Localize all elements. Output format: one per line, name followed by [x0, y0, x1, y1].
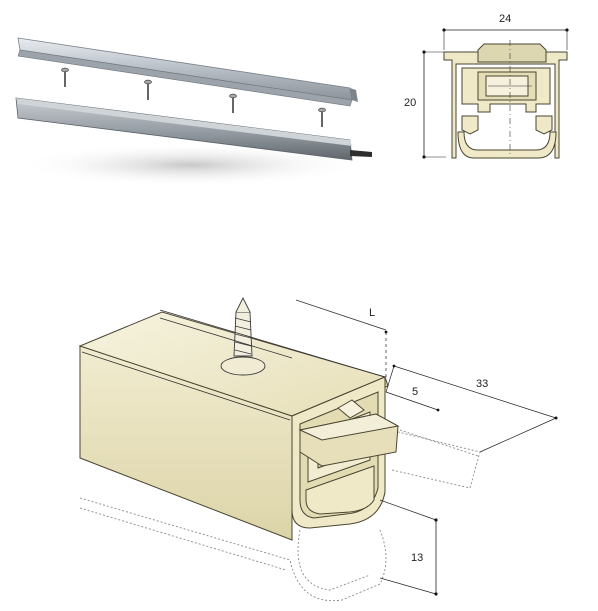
extension-dimension-line: [393, 365, 558, 420]
length-dimension-label: L: [369, 307, 375, 319]
offset-dimension-label: 5: [412, 386, 418, 398]
extension-dimension-label: 33: [476, 378, 488, 390]
slider-tab: [298, 399, 400, 467]
iso-rail-lines: [81, 299, 387, 421]
rail-shadow: [15, 143, 365, 187]
section-view: 24 20: [404, 13, 569, 159]
drop-dimension-label: 13: [411, 552, 423, 564]
width-dimension-label: 24: [499, 13, 511, 25]
screw-icon: [61, 67, 326, 127]
rail-photo: [15, 37, 372, 187]
upper-rail: [17, 37, 358, 107]
iso-view: L 5 33 13: [78, 296, 558, 602]
extended-seal-outline: [79, 429, 481, 602]
height-dimension-label: 20: [404, 97, 416, 109]
offset-dimension-line: [385, 391, 440, 412]
screw-icon: [220, 296, 266, 376]
lower-rail: [15, 97, 372, 161]
profile-cross-section: [443, 43, 568, 159]
